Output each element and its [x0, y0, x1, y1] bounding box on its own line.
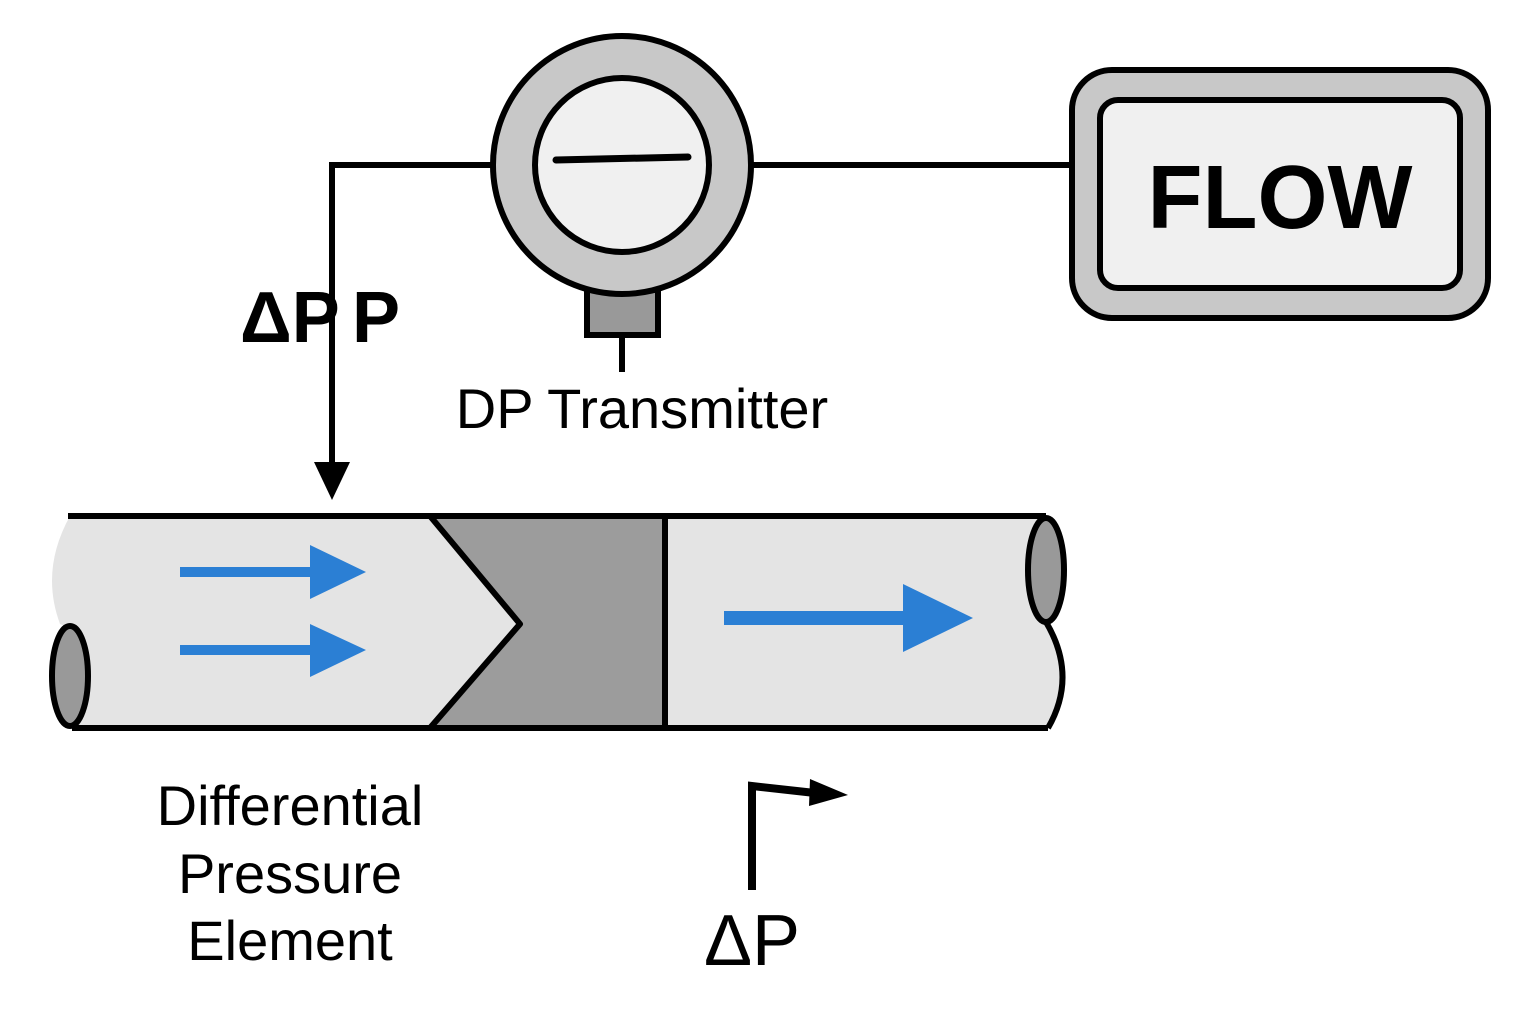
delta-p-label-bottom: ΔP — [704, 901, 800, 981]
impulse-line — [329, 162, 492, 470]
flow-arrow-3 — [724, 584, 973, 652]
flow-arrow-2 — [180, 624, 366, 677]
pipe-left-cut — [49, 623, 91, 729]
p-label: P — [352, 278, 400, 358]
bent-arrow-icon — [748, 779, 848, 890]
delta-p-label-left: ΔP — [240, 278, 340, 358]
transmitter-face — [532, 75, 712, 255]
flow-arrow-1 — [180, 545, 366, 599]
flow-display: FLOW — [1069, 67, 1491, 321]
pipe-right-cut — [1025, 515, 1067, 625]
element-label-line3: Element — [187, 909, 393, 972]
element-label-line2: Pressure — [178, 842, 402, 905]
dp-transmitter — [490, 33, 754, 372]
impulse-arrowhead — [314, 462, 350, 500]
element-label-line1: Differential — [157, 774, 424, 837]
flow-display-text: FLOW — [1148, 148, 1413, 248]
pipe-upstream — [52, 516, 520, 728]
pipe — [49, 513, 1067, 731]
transmitter-needle — [552, 153, 692, 164]
transmitter-label: DP Transmitter — [456, 377, 828, 440]
